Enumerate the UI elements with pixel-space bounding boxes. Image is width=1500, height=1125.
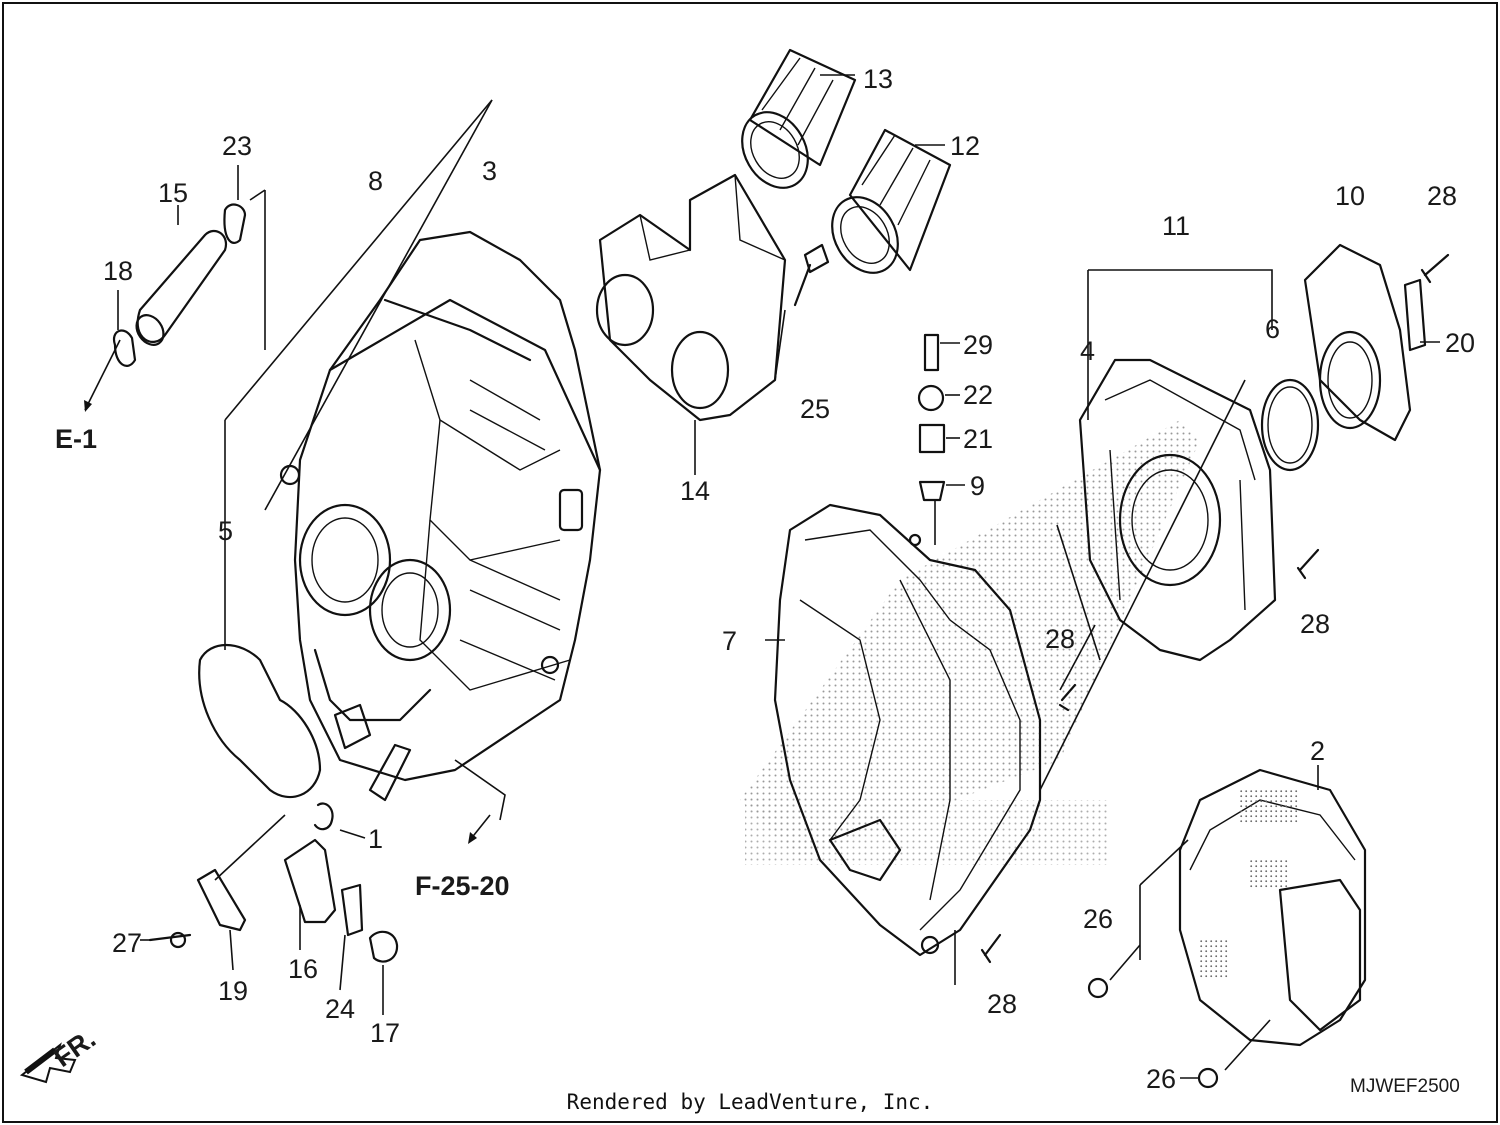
label-part-11: 11 <box>1162 211 1190 241</box>
label-part-21: 21 <box>963 424 993 454</box>
label-part-7: 7 <box>722 626 737 656</box>
air-cleaner-housing <box>279 230 602 802</box>
intake-funnel-part-12 <box>831 128 952 274</box>
label-leaders <box>117 74 1440 1079</box>
label-part-6: 6 <box>1265 314 1280 344</box>
label-part-28a: 28 <box>1427 181 1457 211</box>
label-part-18: 18 <box>103 256 133 286</box>
front-arrow-icon <box>19 1042 77 1084</box>
screws <box>980 253 1450 1089</box>
label-part-28b: 28 <box>1300 609 1330 639</box>
label-part-3: 3 <box>482 156 497 186</box>
label-part-29: 29 <box>963 330 993 360</box>
label-part-14: 14 <box>680 476 710 506</box>
diagram-code: MJWEF2500 <box>1350 1076 1460 1097</box>
label-part-1: 1 <box>368 824 383 854</box>
label-part-26b: 26 <box>1146 1064 1176 1094</box>
lower-left-parts <box>148 802 399 963</box>
o-ring-part-6 <box>1260 378 1320 472</box>
label-part-19: 19 <box>218 976 248 1006</box>
air-cleaner-cover-part-7 <box>773 503 1042 957</box>
group-brackets-left <box>84 99 506 881</box>
footer-credit: Rendered by LeadVenture, Inc. <box>566 1090 934 1114</box>
gasket-part-5 <box>198 644 322 799</box>
label-part-2: 2 <box>1310 736 1325 766</box>
reference-e1: E-1 <box>55 424 97 454</box>
label-part-12: 12 <box>950 131 980 161</box>
label-part-24: 24 <box>325 994 355 1024</box>
label-part-9: 9 <box>970 471 985 501</box>
reference-f2520: F-25-20 <box>415 871 510 901</box>
tube-part-15 <box>112 203 247 367</box>
intake-funnel-part-13 <box>741 48 857 189</box>
group-brackets-right <box>934 269 1273 1071</box>
label-part-28c: 28 <box>1045 624 1075 654</box>
funnel-part-10 <box>1303 243 1427 442</box>
label-part-13: 13 <box>863 64 893 94</box>
label-part-25: 25 <box>800 394 830 424</box>
label-part-27: 27 <box>112 928 142 958</box>
label-part-17: 17 <box>370 1018 400 1048</box>
label-part-15: 15 <box>158 178 188 208</box>
label-part-10: 10 <box>1335 181 1365 211</box>
label-part-16: 16 <box>288 954 318 984</box>
air-cleaner-case-part-11 <box>1078 358 1277 662</box>
label-part-28d: 28 <box>987 989 1017 1019</box>
label-part-23: 23 <box>222 131 252 161</box>
air-duct-part-14 <box>595 173 830 475</box>
label-part-4: 4 <box>1080 336 1095 366</box>
label-part-20: 20 <box>1445 328 1475 358</box>
label-part-5: 5 <box>218 516 233 546</box>
part-labels: 1 2 3 4 5 6 7 8 9 10 11 12 13 14 15 16 1… <box>103 64 1475 1094</box>
label-part-26a: 26 <box>1083 904 1113 934</box>
fastener-stack <box>917 333 946 502</box>
label-part-22: 22 <box>963 380 993 410</box>
label-part-8: 8 <box>368 166 383 196</box>
air-filter-element-part-2 <box>1178 768 1367 1047</box>
